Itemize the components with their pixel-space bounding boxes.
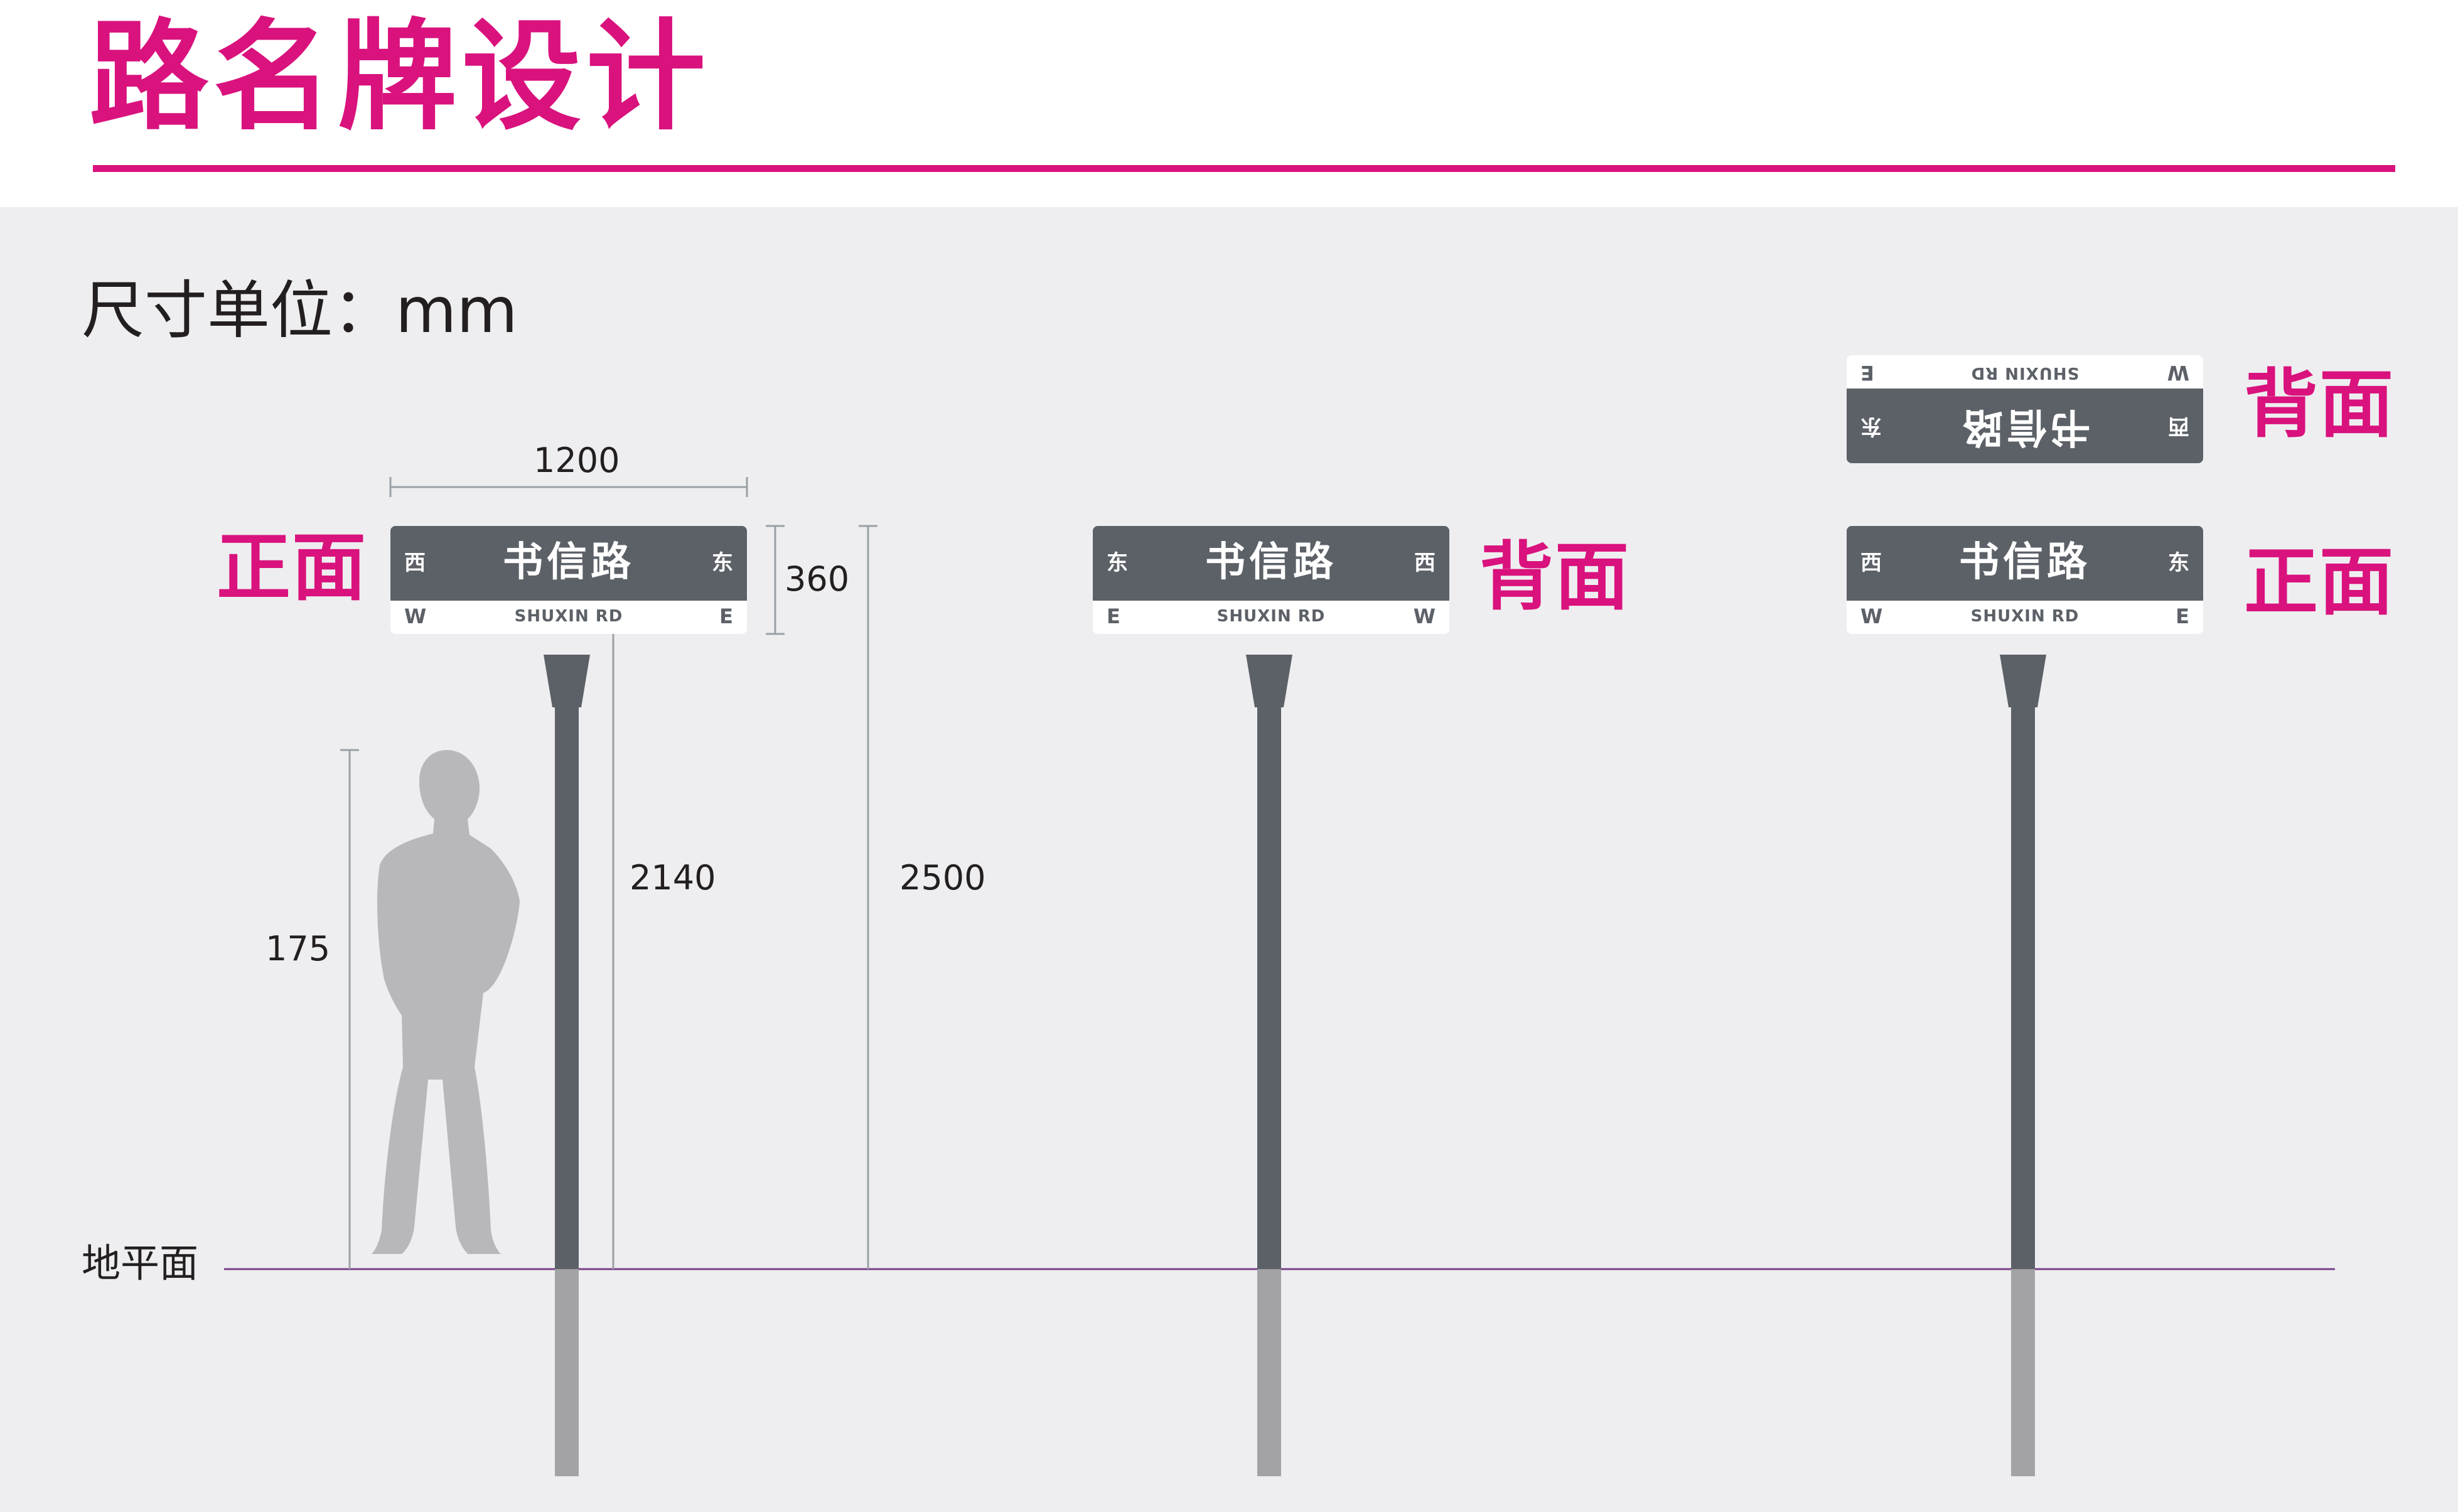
direction-east-cn: 东 <box>1860 414 1882 439</box>
street-name-cn: 书信路 <box>1959 404 2091 450</box>
pole-3 <box>2000 655 2046 1476</box>
dimension-sign-bottom-label: 2140 <box>630 858 716 898</box>
street-sign-front-2: 西 书信路 东 W SHUXIN RD E <box>1847 526 2203 634</box>
direction-west-en: W <box>404 604 427 628</box>
street-name-cn: 书信路 <box>1959 539 2091 586</box>
dimension-person-height <box>340 749 359 1269</box>
sign-board: 西 书信路 东 <box>1847 389 2203 463</box>
street-sign-back-flipped: 西 书信路 东 W SHUXIN RD E <box>1847 355 2203 463</box>
street-name-cn: 书信路 <box>1205 539 1337 586</box>
pole-foundation <box>1257 1269 1281 1476</box>
street-name-en: SHUXIN RD <box>1970 607 2080 626</box>
direction-west-cn: 西 <box>1860 550 1882 576</box>
street-sign-front: 西 书信路 东 W SHUXIN RD E <box>390 526 747 634</box>
street-name-cn: 书信路 <box>503 539 635 586</box>
pole-bracket <box>2000 655 2046 707</box>
direction-east-cn: 东 <box>712 550 733 576</box>
dimension-sign-height <box>766 525 785 635</box>
pole-shaft <box>2011 707 2035 1269</box>
pole-bracket <box>1246 655 1292 707</box>
pole-foundation <box>555 1269 579 1476</box>
direction-east-en: E <box>1860 361 1874 385</box>
dimension-total-height <box>859 525 877 1269</box>
back-face-label: 背面 <box>1479 533 1631 620</box>
pole-2 <box>1246 655 1292 1476</box>
sign-board: 东 书信路 西 <box>1093 526 1449 601</box>
sign-strip: W SHUXIN RD E <box>390 601 747 634</box>
page-title: 路名牌设计 <box>89 8 711 146</box>
pole-foundation <box>2011 1269 2035 1476</box>
human-figure-silhouette <box>372 750 520 1254</box>
dimension-person-height-label: 175 <box>266 929 331 968</box>
sign-board: 西 书信路 东 <box>1847 526 2203 601</box>
direction-west-cn: 西 <box>404 550 426 576</box>
direction-east-cn: 东 <box>2168 550 2189 576</box>
street-name-en: SHUXIN RD <box>1970 363 2080 382</box>
pole-shaft <box>555 707 579 1269</box>
ground-label: 地平面 <box>82 1240 199 1286</box>
back-face-label-top: 背面 <box>2244 361 2395 448</box>
dimension-width-label: 1200 <box>534 441 620 480</box>
direction-east-cn: 东 <box>1107 550 1128 576</box>
sign-strip: W SHUXIN RD E <box>1847 601 2203 634</box>
direction-west-cn: 西 <box>1414 550 1436 576</box>
direction-east-en: E <box>2176 604 2189 628</box>
street-sign-back: 东 书信路 西 E SHUXIN RD W <box>1093 526 1449 634</box>
page-header: 路名牌设计 <box>0 0 2458 207</box>
unit-note: 尺寸单位：mm <box>82 274 518 347</box>
title-underline <box>93 165 2395 172</box>
sign-strip: E SHUXIN RD W <box>1093 601 1449 634</box>
pole-1 <box>544 655 590 1476</box>
dimension-width <box>389 477 748 497</box>
street-name-en: SHUXIN RD <box>514 607 623 626</box>
dimension-total-height-label: 2500 <box>899 858 986 898</box>
pole-shaft <box>1257 707 1281 1269</box>
direction-west-en: W <box>1413 604 1436 628</box>
direction-east-en: E <box>719 604 733 628</box>
direction-west-en: W <box>1860 604 1883 628</box>
sign-board: 西 书信路 东 <box>390 526 747 601</box>
street-name-en: SHUXIN RD <box>1216 607 1326 626</box>
direction-east-en: E <box>1107 604 1120 628</box>
pole-bracket <box>544 655 590 707</box>
dimension-sign-height-label: 360 <box>785 559 850 599</box>
front-face-label-right: 正面 <box>2244 539 2395 625</box>
sign-strip: W SHUXIN RD E <box>1847 355 2203 389</box>
front-face-label: 正面 <box>217 524 368 611</box>
